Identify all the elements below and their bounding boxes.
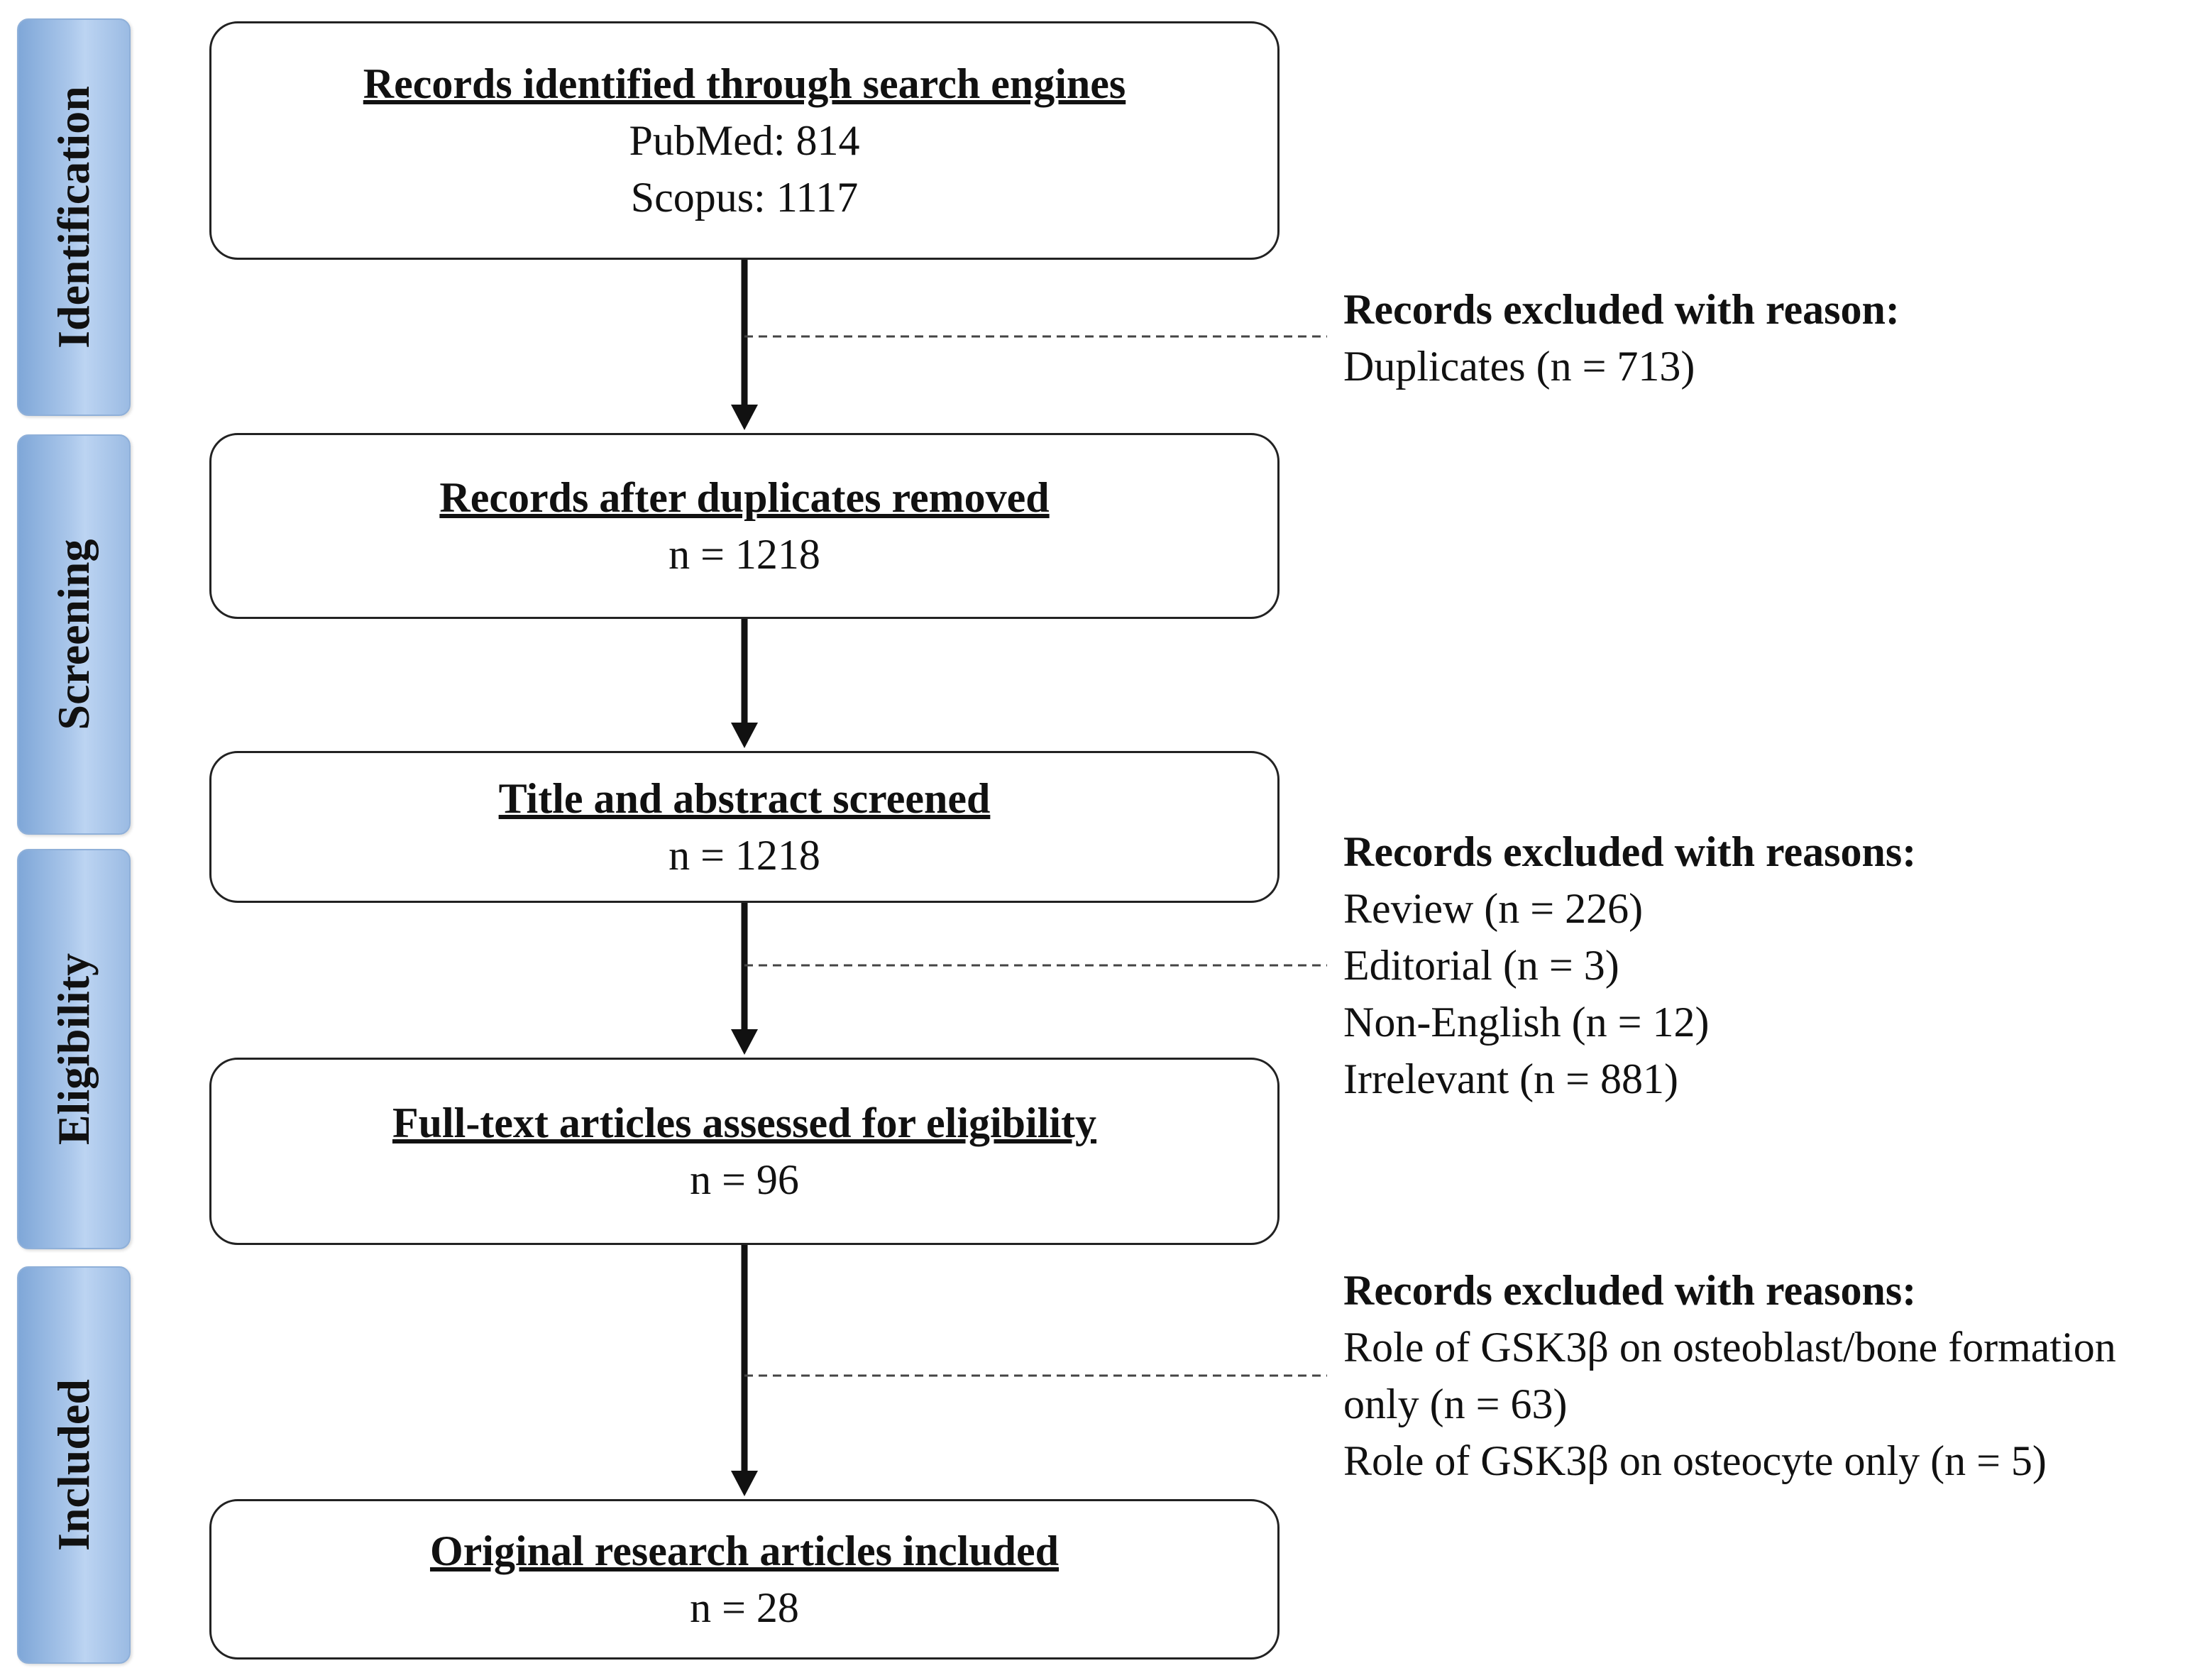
box-title-abstract-screened-title: Title and abstract screened — [498, 775, 991, 822]
exclusion-note-heading: Records excluded with reasons: — [1343, 1267, 1917, 1314]
box-title-abstract-screened-count: n = 1218 — [668, 832, 820, 879]
arrow-identified-to-dedup — [731, 260, 758, 430]
exclusion-item: Review (n = 226) — [1343, 885, 1644, 932]
arrow-fulltext-to-included — [731, 1245, 758, 1496]
exclusion-note-screening: Records excluded with reasons: Review (n… — [1343, 823, 1916, 1107]
box-full-text-assessed-title: Full-text articles assessed for eligibil… — [392, 1099, 1097, 1146]
exclusion-item: Role of GSK3β on osteocyte only (n = 5) — [1343, 1437, 2047, 1484]
exclusion-item: Irrelevant (n = 881) — [1343, 1055, 1678, 1102]
box-after-duplicates: Records after duplicates removed n = 121… — [209, 433, 1280, 619]
stage-screening: Screening — [17, 434, 131, 835]
exclusion-item: Duplicates (n = 713) — [1343, 343, 1695, 390]
stage-included: Included — [17, 1266, 131, 1664]
exclusion-item: Editorial (n = 3) — [1343, 942, 1619, 989]
box-records-identified: Records identified through search engine… — [209, 21, 1280, 260]
box-articles-included-count: n = 28 — [690, 1584, 799, 1631]
box-full-text-assessed: Full-text articles assessed for eligibil… — [209, 1058, 1280, 1245]
exclusion-note-heading: Records excluded with reason: — [1343, 286, 1900, 333]
box-articles-included: Original research articles included n = … — [209, 1499, 1280, 1660]
stage-eligibility: Eligibility — [17, 849, 131, 1249]
box-after-duplicates-title: Records after duplicates removed — [439, 474, 1050, 521]
exclusion-item: only (n = 63) — [1343, 1381, 1568, 1427]
box-records-identified-title: Records identified through search engine… — [363, 60, 1126, 107]
stage-identification: Identification — [17, 18, 131, 416]
arrow-screened-to-fulltext — [731, 903, 758, 1055]
arrow-dedup-to-screened — [731, 619, 758, 748]
exclusion-item: Non-English (n = 12) — [1343, 999, 1710, 1046]
pubmed-count: PubMed: 814 — [629, 117, 860, 164]
box-after-duplicates-count: n = 1218 — [668, 531, 820, 578]
exclusion-item: Role of GSK3β on osteoblast/bone formati… — [1343, 1324, 2116, 1371]
exclusion-note-heading: Records excluded with reasons: — [1343, 828, 1917, 875]
exclusion-note-duplicates: Records excluded with reason: Duplicates… — [1343, 281, 1900, 395]
scopus-count: Scopus: 1117 — [630, 174, 859, 221]
box-title-abstract-screened: Title and abstract screened n = 1218 — [209, 751, 1280, 903]
box-full-text-assessed-count: n = 96 — [690, 1156, 799, 1203]
box-articles-included-title: Original research articles included — [429, 1527, 1060, 1574]
exclusion-note-eligibility: Records excluded with reasons: Role of G… — [1343, 1262, 2116, 1489]
